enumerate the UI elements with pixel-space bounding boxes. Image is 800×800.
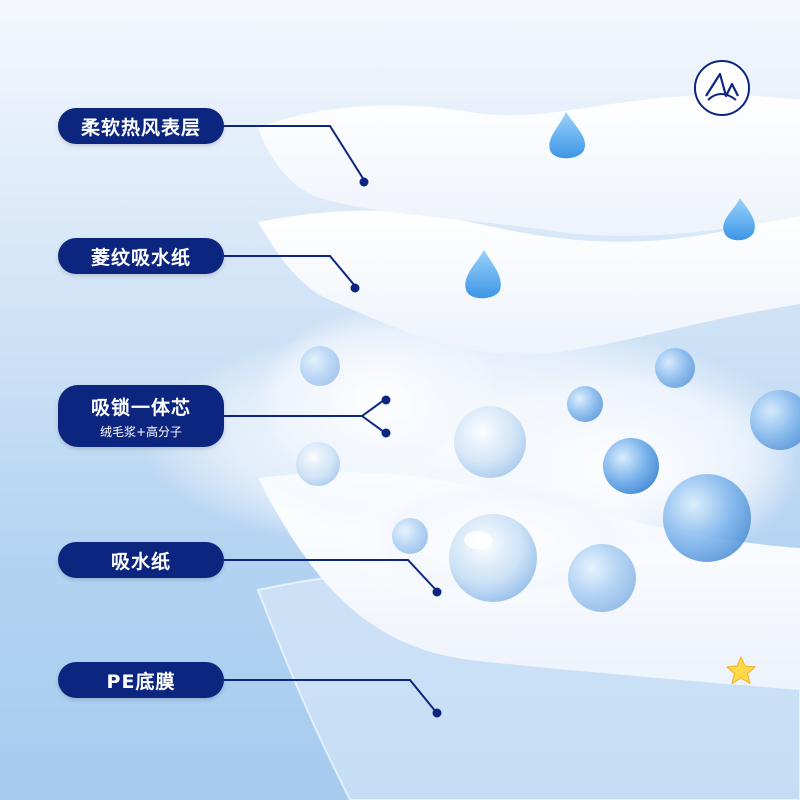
label-absorbent-core-subtitle: 绒毛浆+高分子 [99, 424, 183, 439]
label-absorbent-paper: 吸水纸 [58, 542, 224, 578]
star-icon [726, 656, 756, 685]
label-top-sheet-text: 柔软热风表层 [80, 116, 201, 139]
water-droplet-icon [465, 112, 755, 299]
layer-top-sheet [258, 95, 800, 236]
layer-diamond-paper [258, 210, 800, 355]
label-pe-film: PE底膜 [58, 662, 224, 698]
sap-beads [296, 346, 800, 612]
label-diamond-paper: 菱纹吸水纸 [58, 238, 224, 274]
label-absorbent-core-text: 吸锁一体芯 [90, 396, 191, 419]
label-diamond-paper-text: 菱纹吸水纸 [90, 246, 191, 269]
label-top-sheet: 柔软热风表层 [58, 108, 224, 144]
leader-dots [350, 177, 442, 718]
label-absorbent-paper-text: 吸水纸 [110, 550, 171, 573]
label-pe-film-text: PE底膜 [106, 670, 176, 693]
brand-logo-icon [694, 60, 750, 116]
label-absorbent-core: 吸锁一体芯 绒毛浆+高分子 [58, 385, 224, 447]
leader-lines [224, 125, 437, 713]
